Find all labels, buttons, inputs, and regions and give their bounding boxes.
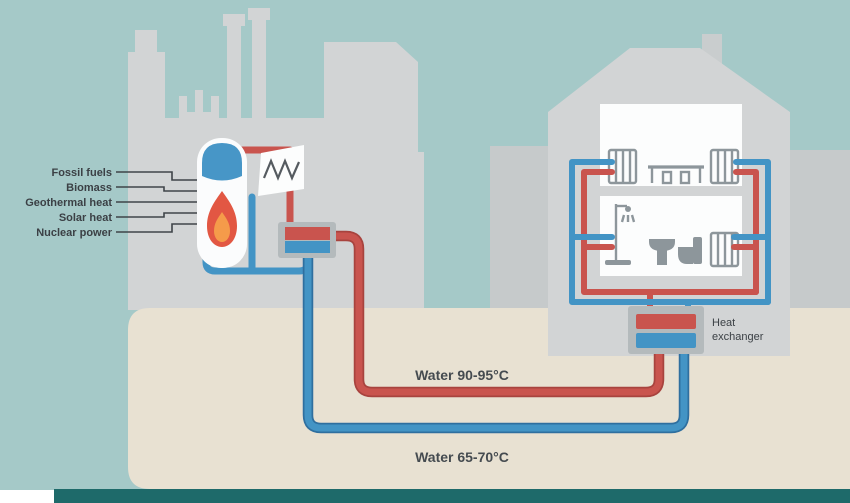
source-line (116, 171, 197, 181)
house-cold-loop (733, 159, 771, 305)
supply-pipe (326, 232, 663, 396)
supply-water-label: Water 90-95°C (415, 367, 509, 383)
return-pipe (304, 248, 688, 432)
radiator (709, 148, 740, 185)
heat-exchanger-label: Heat exchanger (712, 317, 764, 343)
house-pipes (569, 159, 771, 315)
house-heat-exchanger (628, 306, 704, 354)
label-biomass: Biomass (66, 182, 112, 194)
heat-exchanger-label-line1: Heat (712, 317, 735, 329)
energy-source-labels: Fossil fuels Biomass Geothermal heat Sol… (25, 167, 113, 239)
energy-source-lines (116, 171, 197, 233)
house-exchanger-hot-bar (636, 314, 696, 329)
flame-inner (214, 212, 230, 242)
heat-exchanger-label-line2: exchanger (712, 331, 764, 343)
table (648, 165, 704, 185)
sink (649, 239, 675, 265)
house-hot-loop (581, 169, 759, 295)
label-fossil-fuels: Fossil fuels (51, 167, 112, 179)
apartment-building-right (790, 150, 850, 310)
house (548, 34, 790, 356)
apartment-building-left (490, 146, 548, 310)
source-line (116, 186, 197, 192)
label-nuclear-power: Nuclear power (36, 227, 113, 239)
boiler-water (202, 143, 242, 181)
source-line (116, 223, 197, 233)
shower (605, 204, 636, 265)
footer-bar (54, 489, 850, 503)
label-geothermal-heat: Geothermal heat (25, 197, 112, 209)
boiler (197, 138, 247, 268)
house-cold-loop (569, 159, 771, 305)
house-hot-loop (733, 169, 759, 295)
electricity-zigzag-icon (262, 158, 301, 181)
plant-exchanger-cold-bar (285, 241, 330, 253)
turbine-icon (258, 145, 304, 196)
radiator (607, 148, 638, 185)
toilet (678, 237, 702, 264)
return-water-label: Water 65-70°C (415, 449, 509, 465)
house-exchanger-cold-bar (636, 333, 696, 348)
district-pipes (302, 230, 690, 434)
source-line (116, 212, 197, 218)
plant-exchanger-hot-bar (285, 227, 330, 240)
label-solar-heat: Solar heat (59, 212, 113, 224)
plant-heat-exchanger (278, 222, 336, 258)
